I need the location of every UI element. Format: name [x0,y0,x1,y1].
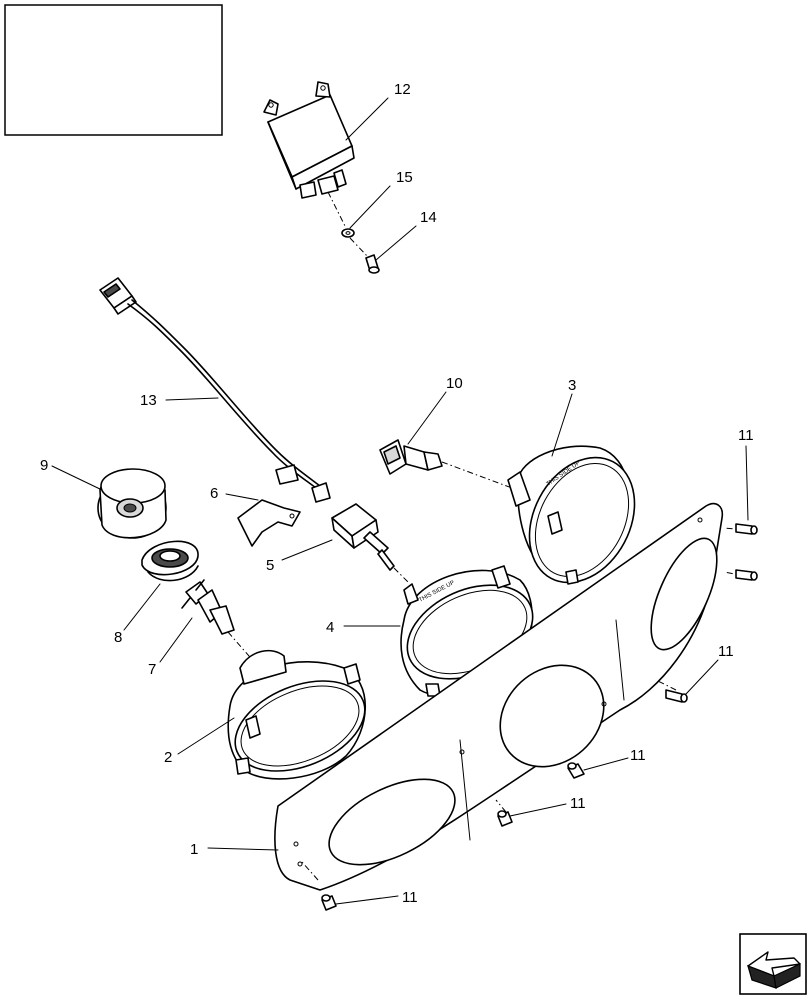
callout-5: 5 [266,557,274,574]
callout-1: 1 [190,841,198,858]
callout-10: 10 [446,375,463,392]
bulb-socket [331,503,395,571]
headlamp-upper-right: THIS SIDE UP [507,445,636,585]
headlamp-lower-left [227,649,366,780]
mounting-plate [274,502,724,891]
callout-6: 6 [210,485,218,502]
fastener-3 [665,689,688,703]
wiring-harness [99,277,331,503]
lamp-bezel [97,468,167,539]
callout-15: 15 [396,169,413,186]
callout-11-right: 11 [718,643,734,660]
next-page-arrow-icon[interactable] [739,933,807,995]
callout-9: 9 [40,457,48,474]
retaining-ring [141,540,199,582]
callout-11-middle: 11 [630,747,646,764]
washer [341,228,355,238]
callout-3: 3 [568,377,576,394]
callout-labels: 12 15 14 13 9 6 5 10 3 4 8 7 2 1 11 11 1… [40,81,754,906]
callout-11-top: 11 [738,427,754,444]
callout-13: 13 [140,392,157,409]
fastener-2 [735,569,758,581]
halogen-bulb [181,579,235,635]
screw [365,254,380,274]
relay-module [263,81,355,199]
fastener-6 [321,894,337,911]
mounting-bracket [237,499,301,547]
callout-8: 8 [114,629,122,646]
leader-lines [51,97,749,905]
fastener-1 [735,523,758,535]
callout-7: 7 [148,661,156,678]
callout-12: 12 [394,81,411,98]
fastener-5 [497,810,513,827]
callout-4: 4 [326,619,334,636]
fastener-4 [567,762,585,779]
callout-11-bottom: 11 [402,889,418,906]
connector-bulb [379,439,443,475]
callout-2: 2 [164,749,172,766]
callout-11-lower: 11 [570,795,586,812]
callout-14: 14 [420,209,437,226]
inset-frame [4,4,223,136]
